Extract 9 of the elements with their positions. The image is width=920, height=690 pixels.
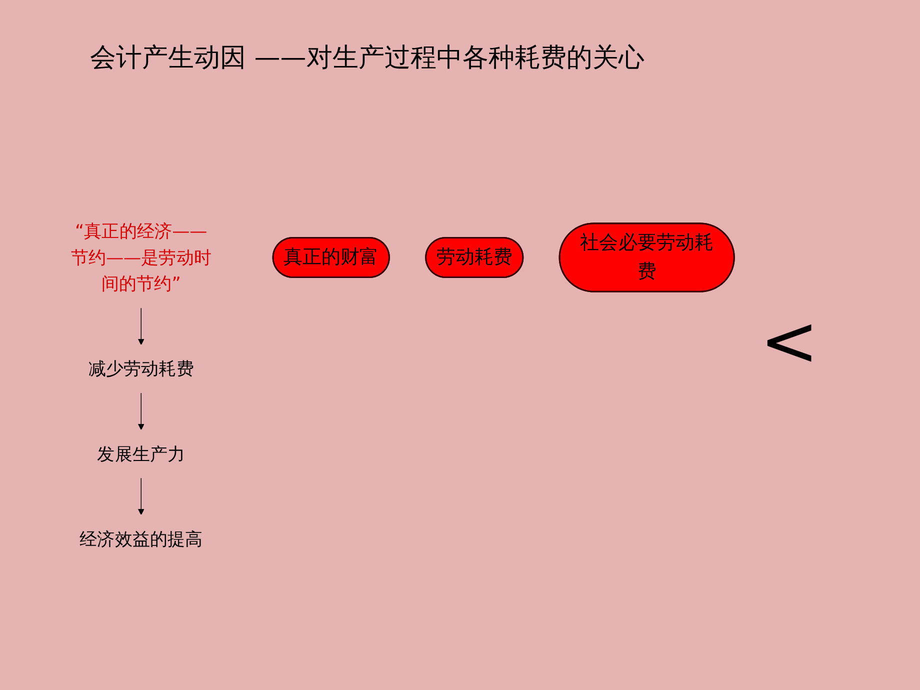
title: 会计产生动因 ——对生产过程中各种耗费的关心: [90, 42, 644, 75]
arrow: [138, 308, 144, 345]
arrow: [138, 478, 144, 515]
node-text: 减少劳动耗费: [88, 358, 194, 380]
node-text: “真正的经济——节约——是劳动时间的节约”: [70, 220, 212, 294]
node-text: 发展生产力: [97, 444, 186, 464]
comparison-sign: <: [760, 300, 819, 382]
arrow: [138, 392, 144, 430]
node-text: 经济效益的提高: [80, 528, 203, 550]
